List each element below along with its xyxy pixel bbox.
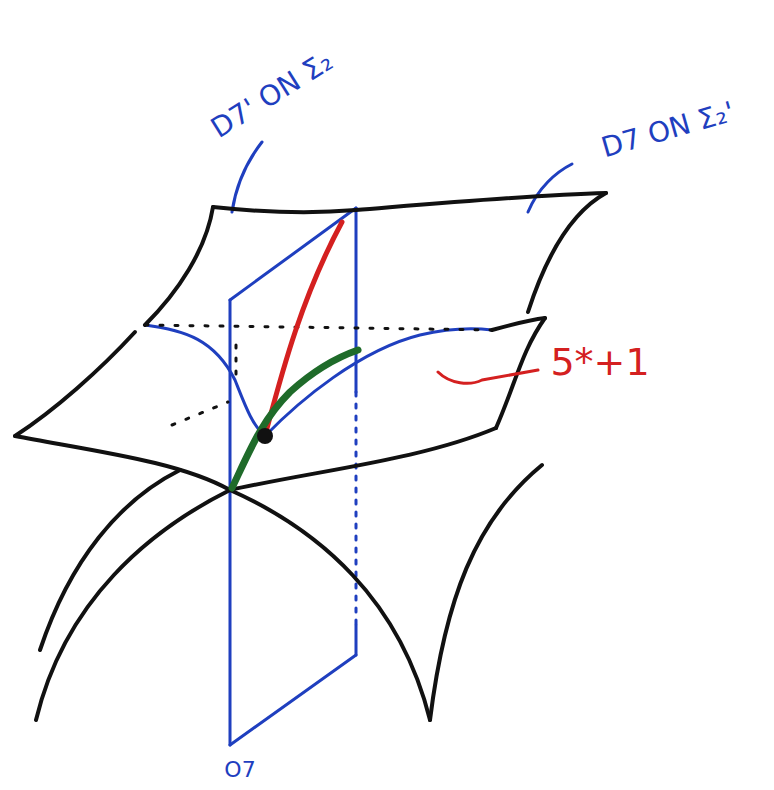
leader-line [528, 164, 572, 212]
plane-edge [355, 392, 358, 625]
plane-edge [230, 208, 356, 300]
sheet-edge [40, 470, 180, 650]
hidden-edge [235, 345, 238, 380]
sheet-edge [15, 332, 135, 436]
plane-edge [355, 625, 358, 655]
hidden-edge [145, 325, 492, 330]
sheet-edge [430, 465, 542, 720]
sheet-edge [145, 207, 213, 325]
brane-label: O7 [224, 759, 255, 781]
brane-curve [145, 325, 265, 436]
sheet-edge [36, 490, 230, 720]
brane-label: D7 ON Σ₂' [598, 98, 737, 163]
green-intersection-curve [232, 350, 358, 488]
brane-label: D7' ON Σ₂ [207, 47, 338, 143]
sheet-edge [492, 318, 545, 330]
sheet-edge [230, 490, 430, 720]
o7-plane [145, 142, 572, 745]
sheet-edge [230, 428, 496, 490]
intersection-point [257, 428, 273, 444]
d7-sheets [15, 193, 606, 720]
sheet-edge [213, 193, 606, 212]
sheet-edge [15, 436, 230, 490]
leader-line [438, 370, 538, 383]
sheet-edge [528, 193, 606, 312]
hidden-edge [172, 402, 228, 425]
plane-edge [230, 655, 356, 745]
leader-line [232, 142, 262, 212]
representation-label: 5*+1 [550, 343, 649, 381]
